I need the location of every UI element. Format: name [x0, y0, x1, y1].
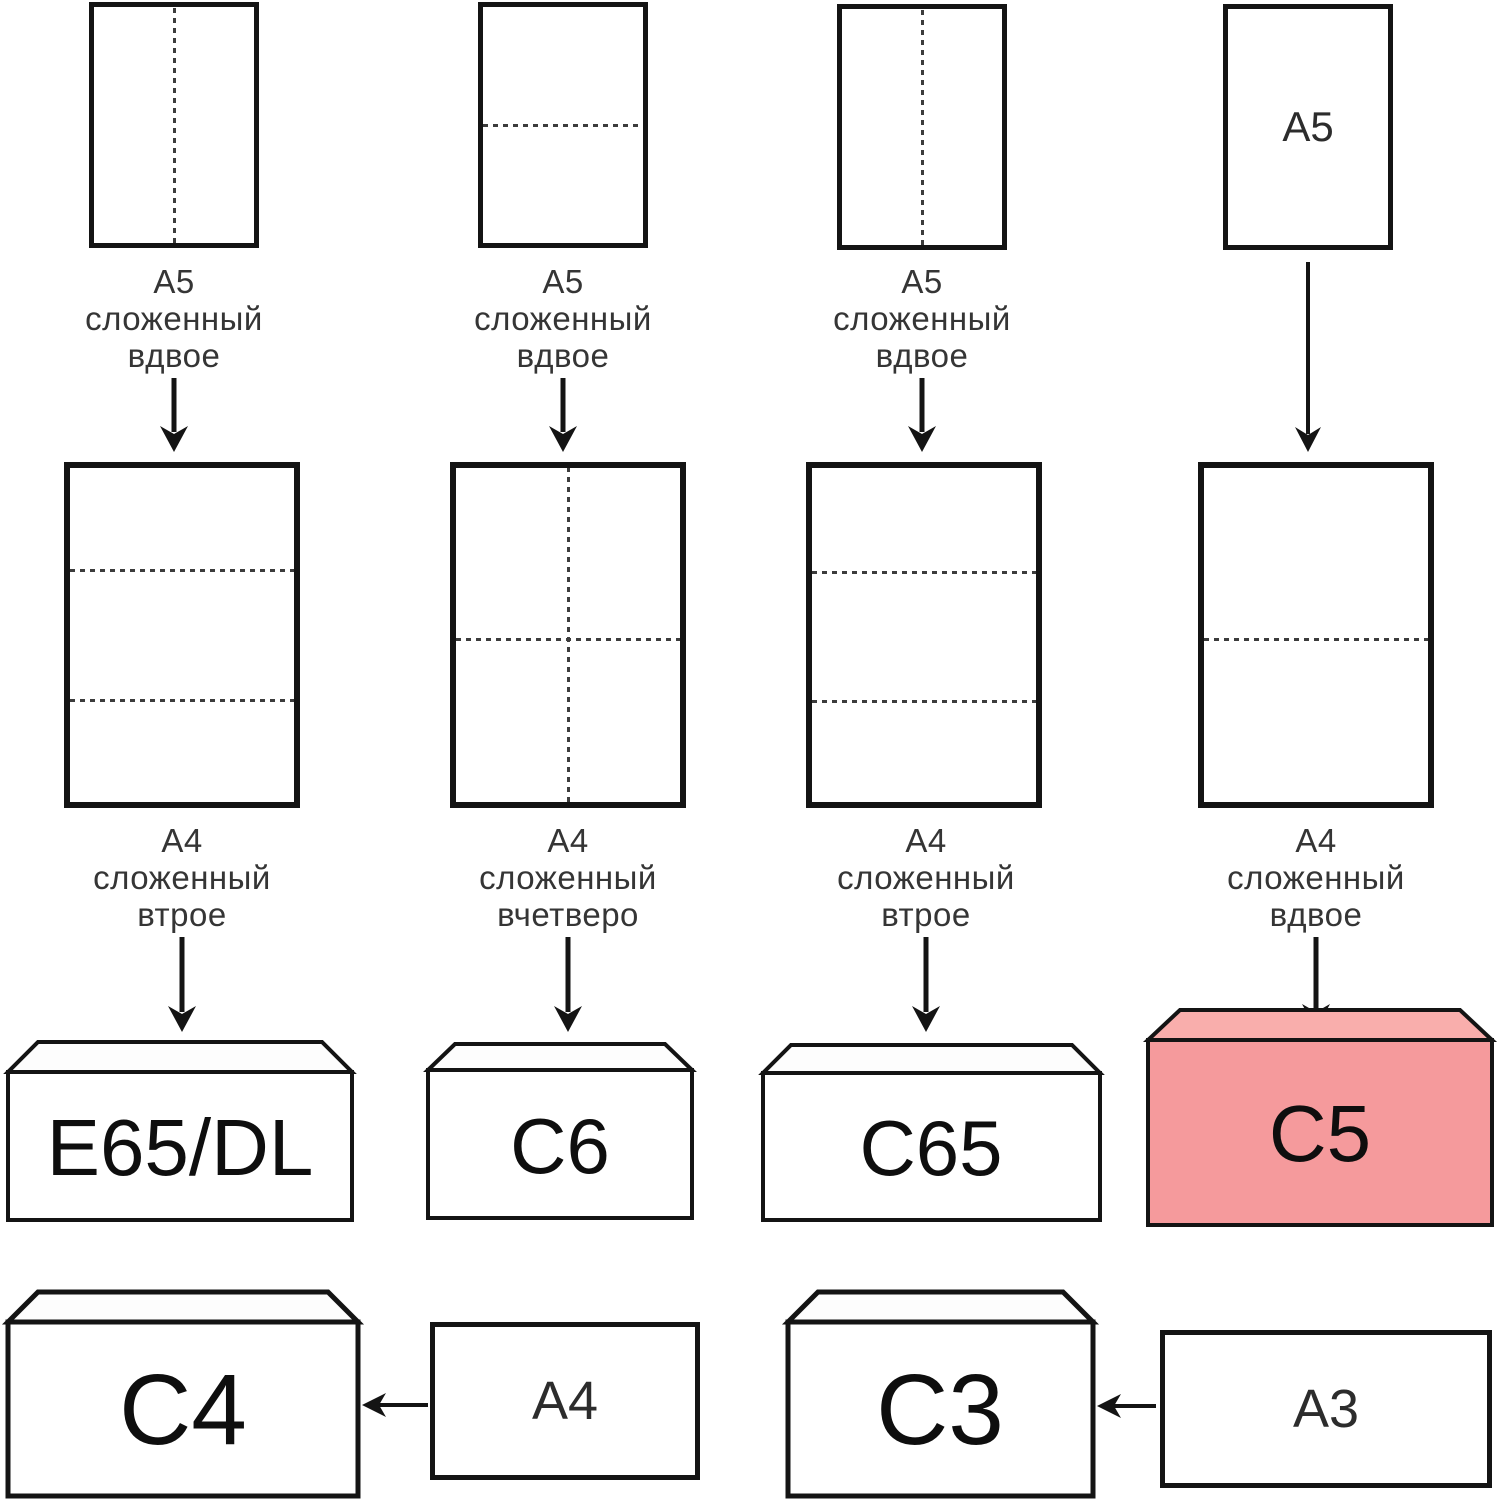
envelope-label-c4: C4: [119, 1354, 247, 1466]
caption-line: А5: [153, 263, 195, 300]
sheet-a4-thirds-col1: [64, 462, 300, 808]
sheet-a4-inner-label: A4: [531, 1371, 599, 1431]
envelope-c5-highlighted: [1142, 1008, 1498, 1227]
arrow-down-col3: [908, 378, 936, 452]
envelope-c65: [758, 1043, 1105, 1222]
fold-line-vertical: [567, 468, 570, 802]
fold-line-horizontal: [812, 700, 1036, 703]
caption-line: А4: [547, 822, 589, 859]
sheet-a5-fold-vertical-col1: [89, 2, 259, 248]
caption-a5-col2: А5 сложенный вдвое: [413, 263, 713, 374]
envelope-label-c65: C65: [859, 1104, 1003, 1192]
caption-a4-col3: А4 сложенный втрое: [776, 822, 1076, 933]
sheet-a3-inner-label: A3: [1292, 1379, 1360, 1439]
caption-a5-col1: А5 сложенный вдвое: [24, 263, 324, 374]
caption-a4-col1: А4 сложенный втрое: [32, 822, 332, 933]
fold-line-horizontal: [1204, 638, 1428, 641]
caption-line: сложенный: [474, 300, 652, 337]
caption-line: А5: [542, 263, 584, 300]
envelope-label-e65dl: E65/DL: [46, 1103, 314, 1192]
caption-line: А4: [1295, 822, 1337, 859]
caption-line: А5: [901, 263, 943, 300]
caption-line: вдвое: [127, 337, 221, 374]
arrow-left-a3-to-c3: [1097, 1394, 1156, 1418]
sheet-a4-quarters-col2: [450, 462, 686, 808]
caption-a4-col2: А4 сложенный вчетверо: [418, 822, 718, 933]
caption-line: вдвое: [1269, 896, 1363, 933]
arrow-down-col2: [549, 378, 577, 452]
arrow-down-col3-mid: [912, 937, 940, 1032]
envelope-c3: [781, 1289, 1100, 1499]
arrow-down-col1: [160, 378, 188, 452]
caption-a5-col3: А5 сложенный вдвое: [772, 263, 1072, 374]
caption-line: вдвое: [516, 337, 610, 374]
caption-line: сложенный: [837, 859, 1015, 896]
caption-line: сложенный: [93, 859, 271, 896]
envelope-c6: [423, 1042, 697, 1220]
fold-line-horizontal: [812, 571, 1036, 574]
sheet-a4-landscape: A4: [430, 1322, 700, 1480]
sheet-a4-half-col4: [1198, 462, 1434, 808]
caption-line: сложенный: [1227, 859, 1405, 896]
envelope-c4: [1, 1289, 365, 1499]
caption-a4-col4: А4 сложенный вдвое: [1166, 822, 1466, 933]
arrow-down-col2-mid: [554, 937, 582, 1032]
caption-line: вдвое: [875, 337, 969, 374]
caption-line: сложенный: [833, 300, 1011, 337]
sheet-a5-fold-vertical-col3: [837, 4, 1007, 250]
caption-line: втрое: [137, 896, 227, 933]
sheet-a3-landscape: A3: [1160, 1330, 1492, 1488]
caption-line: втрое: [881, 896, 971, 933]
envelope-label-c5: C5: [1268, 1089, 1372, 1178]
envelope-label-c6: C6: [510, 1102, 610, 1190]
envelope-label-c3: C3: [876, 1354, 1004, 1466]
arrow-left-a4-to-c4: [362, 1393, 428, 1417]
fold-line-vertical: [921, 9, 924, 245]
fold-line-horizontal: [456, 638, 680, 641]
caption-line: А4: [905, 822, 947, 859]
sheet-a5-fold-horizontal-col2: [478, 2, 648, 248]
envelope-e65dl: [3, 1040, 357, 1222]
caption-line: А4: [161, 822, 203, 859]
fold-line-horizontal: [483, 124, 643, 127]
sheet-a5-inner-label: A5: [1282, 103, 1334, 150]
arrow-down-col1-mid: [168, 937, 196, 1032]
sheet-a5-plain-col4: A5: [1223, 4, 1393, 250]
fold-line-horizontal: [70, 699, 294, 702]
sheet-a4-thirds-col3: [806, 462, 1042, 808]
fold-line-horizontal: [70, 569, 294, 572]
arrow-down-col4: [1295, 262, 1321, 452]
caption-line: сложенный: [479, 859, 657, 896]
caption-line: вчетверо: [497, 896, 639, 933]
fold-line-vertical: [173, 7, 176, 243]
caption-line: сложенный: [85, 300, 263, 337]
